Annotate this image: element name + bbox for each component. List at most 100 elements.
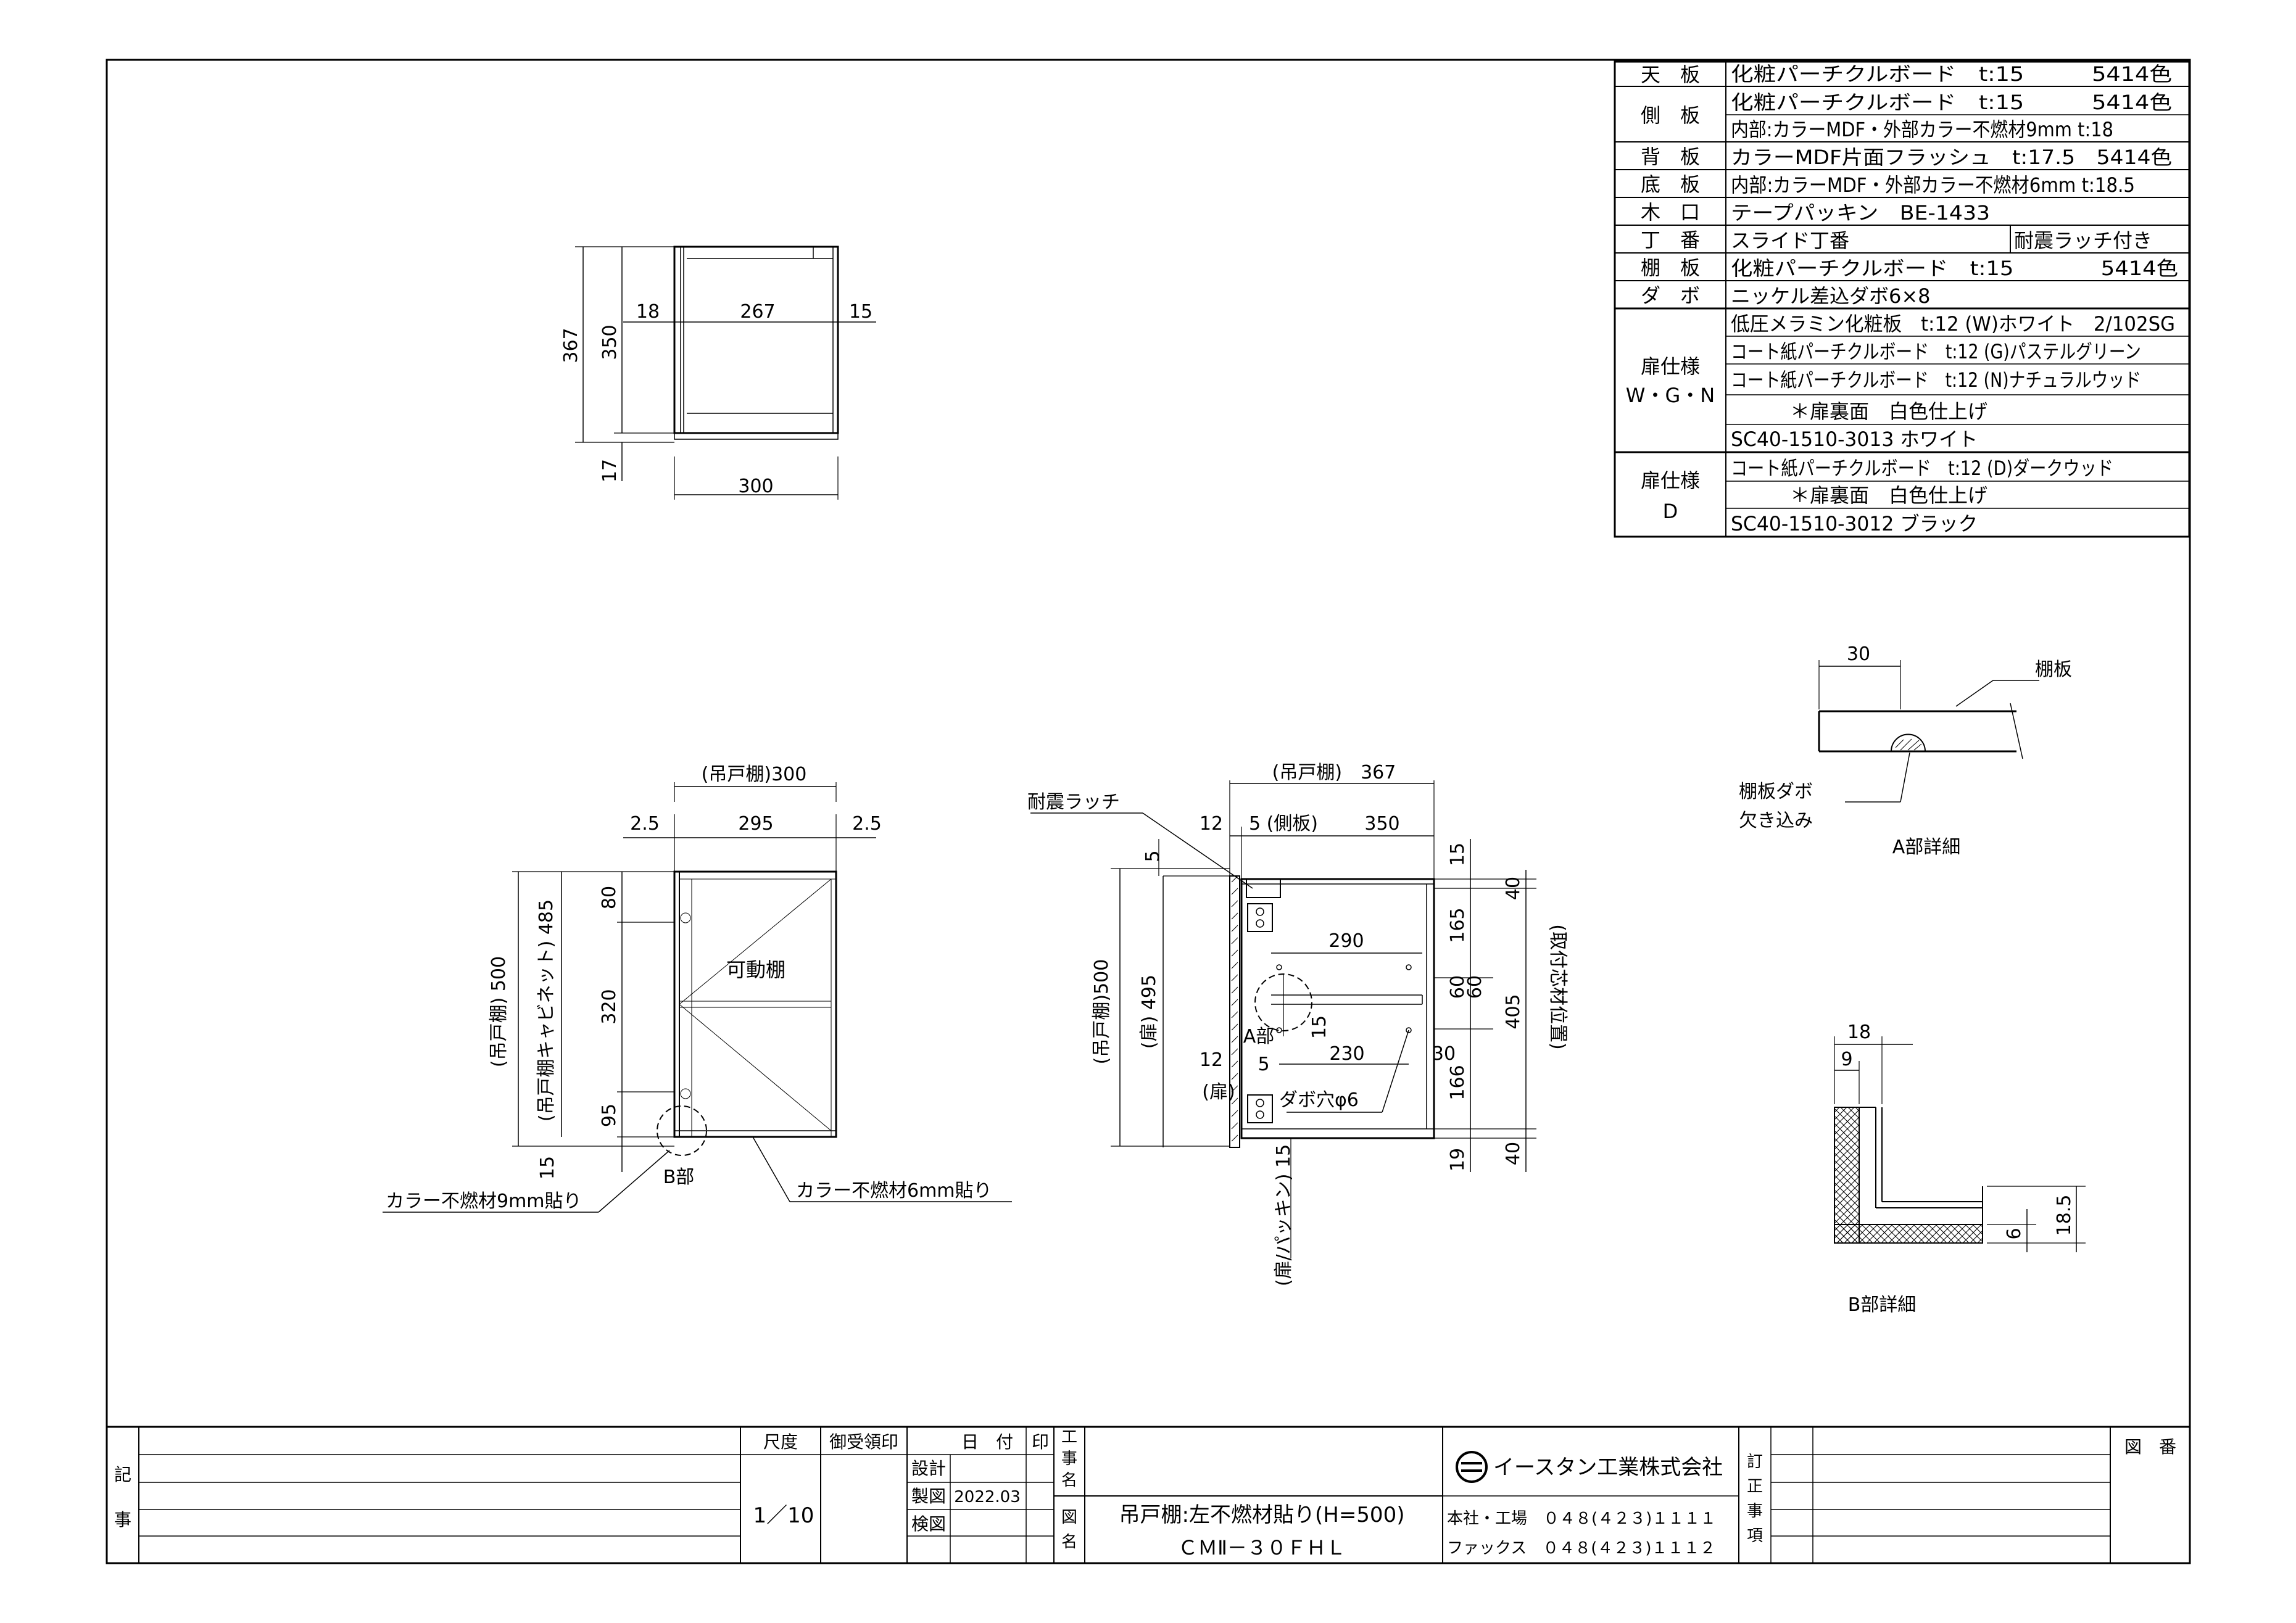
dim-95: 95 (599, 1104, 620, 1127)
spec-label-shelf: 棚 板 (1641, 256, 1700, 279)
detail-b-title: B部詳細 (1848, 1294, 1917, 1316)
shelf-label: 可動棚 (726, 958, 785, 981)
tb-seal-header: 印 (1032, 1432, 1049, 1452)
spec-label-door-d-sub: D (1663, 500, 1678, 523)
callout-6mm: カラー不燃材6mm貼り (796, 1180, 992, 1202)
spec-value: コート紙パーチクルボード t:12 (D)ダークウッド (1731, 456, 2113, 480)
spec-value: SC40-1510-3013 ホワイト (1731, 427, 1978, 451)
hinge-icon (1247, 903, 1273, 932)
door-height-495: (扉) 495 (1138, 975, 1160, 1049)
tb-drawn-date: 2022.03 (954, 1488, 1021, 1506)
spec-value: 内部:カラーMDF・外部カラー不燃材9mm t:18 (1731, 118, 2113, 141)
detail-a-shelf-label: 棚板 (2035, 659, 2072, 680)
detail-b: 18 9 6 18.5 B部詳細 (1834, 1022, 2086, 1316)
side-depth-title: (吊戸棚) 367 (1272, 762, 1396, 783)
dim-12-door: 12 (1200, 1049, 1223, 1071)
dim-367: 367 (560, 328, 582, 363)
dim-230: 230 (1329, 1043, 1364, 1065)
spec-value: スライド丁番 (1731, 229, 1849, 252)
tb-koji-1: 工 (1061, 1428, 1077, 1447)
tb-check: 検図 (911, 1514, 946, 1534)
spec-label-door-d: 扉仕様 (1641, 469, 1700, 492)
dim-18: 18 (636, 301, 660, 323)
dim-r60a: 60 (1447, 975, 1469, 999)
mount-position-label: (取付芯材位置) (1547, 924, 1569, 1049)
dim-m40a: 40 (1502, 877, 1524, 900)
spec-label-top: 天 板 (1641, 63, 1700, 86)
spec-value: コート紙パーチクルボード t:12 (G)パステルグリーン (1731, 340, 2141, 363)
dim-12: 12 (1200, 813, 1223, 835)
tb-drawn: 製図 (911, 1486, 946, 1506)
tb-tel: 本社・工場 ０４８(４２３)１１１１ (1447, 1509, 1716, 1528)
spec-value: 化粧パーチクルボード t:15 5414色 (1731, 91, 2172, 114)
spec-label-door-wgn-sub: W・G・N (1626, 384, 1715, 407)
tb-koji-2: 事 (1061, 1450, 1077, 1468)
dim-m405: 405 (1502, 994, 1524, 1029)
dim-5-side: 5 (側板) (1249, 813, 1318, 835)
spec-value: 低圧メラミン化粧板 t:12 (W)ホワイト 2/102SG (1731, 312, 2175, 336)
tb-rev-1: 訂 (1747, 1453, 1763, 1471)
dowel-hole-label: ダボ穴φ6 (1279, 1089, 1359, 1111)
dim-5-top: 5 (1142, 850, 1164, 862)
b-part-label: B部 (663, 1167, 695, 1188)
dim-300: 300 (738, 476, 773, 497)
detail-b-dim-9: 9 (1841, 1049, 1852, 1070)
spec-value: 耐震ラッチ付き (2014, 229, 2152, 252)
hinge-icon (1247, 1094, 1273, 1123)
dim-m40b: 40 (1502, 1142, 1524, 1165)
latch-label: 耐震ラッチ (1027, 791, 1120, 813)
spec-table: 天 板 側 板 背 板 底 板 木 口 丁 番 棚 板 ダ ボ 扉仕様 W・G・… (1614, 60, 2190, 538)
detail-a-dim: 30 (1847, 643, 1870, 665)
dim-320: 320 (599, 989, 620, 1024)
dim-r165: 165 (1447, 907, 1469, 943)
dim-r60b: 60 (1464, 975, 1486, 999)
spec-label-door-wgn: 扉仕様 (1641, 355, 1700, 378)
dim-80: 80 (599, 886, 620, 909)
spec-value: 化粧パーチクルボード t:15 5414色 (1731, 257, 2178, 280)
spec-label-side: 側 板 (1641, 104, 1700, 127)
detail-b-dim-18.5: 18.5 (2054, 1195, 2075, 1236)
dim-2.5-left: 2.5 (630, 813, 660, 835)
spec-label-dowel: ダ ボ (1641, 284, 1700, 307)
tb-rev-4: 項 (1747, 1527, 1763, 1545)
a-part-label: A部 (1243, 1026, 1275, 1047)
dim-267: 267 (740, 301, 775, 323)
front-width-title: (吊戸棚)300 (702, 764, 807, 785)
tb-scale: 1／10 (753, 1503, 814, 1528)
tb-rev-2: 正 (1747, 1477, 1763, 1496)
spec-label-edge: 木 口 (1641, 200, 1700, 224)
spec-value: テープパッキン BE-1433 (1731, 201, 1990, 225)
door-label: (扉) (1202, 1081, 1235, 1103)
top-view: 367 350 18 267 15 17 300 (560, 246, 876, 500)
callout-9mm: カラー不燃材9mm貼り (386, 1191, 582, 1212)
dim-15: 15 (849, 301, 872, 323)
detail-b-dim-18: 18 (1847, 1022, 1871, 1043)
dim-r15: 15 (1447, 843, 1469, 866)
detail-b-dim-6: 6 (2004, 1228, 2025, 1239)
sheet-border (106, 59, 2191, 1564)
tb-ji: 事 (114, 1509, 131, 1530)
detail-a: 30 棚板 棚板ダボ 欠き込み A部詳細 (1739, 643, 2072, 858)
company-logo-icon (1456, 1451, 1488, 1483)
spec-value: コート紙パーチクルボード t:12 (N)ナチュラルウッド (1731, 368, 2141, 392)
side-view: 耐震ラッチ (吊戸棚) 367 12 5 (側板) 350 5 (吊戸棚)500… (1027, 762, 1569, 1286)
tb-date-header: 日 付 (961, 1432, 1013, 1452)
spec-label-hinge: 丁 番 (1641, 228, 1700, 252)
tb-model: ＣＭⅡ－３０ＦＨＬ (1178, 1536, 1346, 1559)
tb-koji-3: 名 (1061, 1471, 1077, 1490)
tb-drawing-number-header: 図 番 (2124, 1437, 2176, 1457)
detail-a-dowel-label: 棚板ダボ (1739, 781, 1813, 803)
tb-zumei-1: 図 (1061, 1508, 1077, 1527)
spec-value: ＊扉裏面 白色仕上げ (1731, 484, 1987, 507)
dim-295: 295 (738, 813, 773, 835)
spec-value: ニッケル差込ダボ6×8 (1731, 284, 1931, 308)
dim-2.5-right: 2.5 (852, 813, 882, 835)
tb-drawing-name: 吊戸棚:左不燃材貼り(H=500) (1119, 1503, 1405, 1527)
tb-company: イースタン工業株式会社 (1493, 1455, 1723, 1480)
spec-label-bottom: 底 板 (1641, 173, 1700, 196)
spec-value: 内部:カラーMDF・外部カラー不燃材6mm t:18.5 (1731, 173, 2135, 197)
dim-r19: 19 (1447, 1148, 1469, 1171)
tb-fax: ファックス ０４８(４２３)１１１２ (1447, 1539, 1716, 1558)
front-height-485: (吊戸棚キャビネット) 485 (536, 899, 557, 1121)
